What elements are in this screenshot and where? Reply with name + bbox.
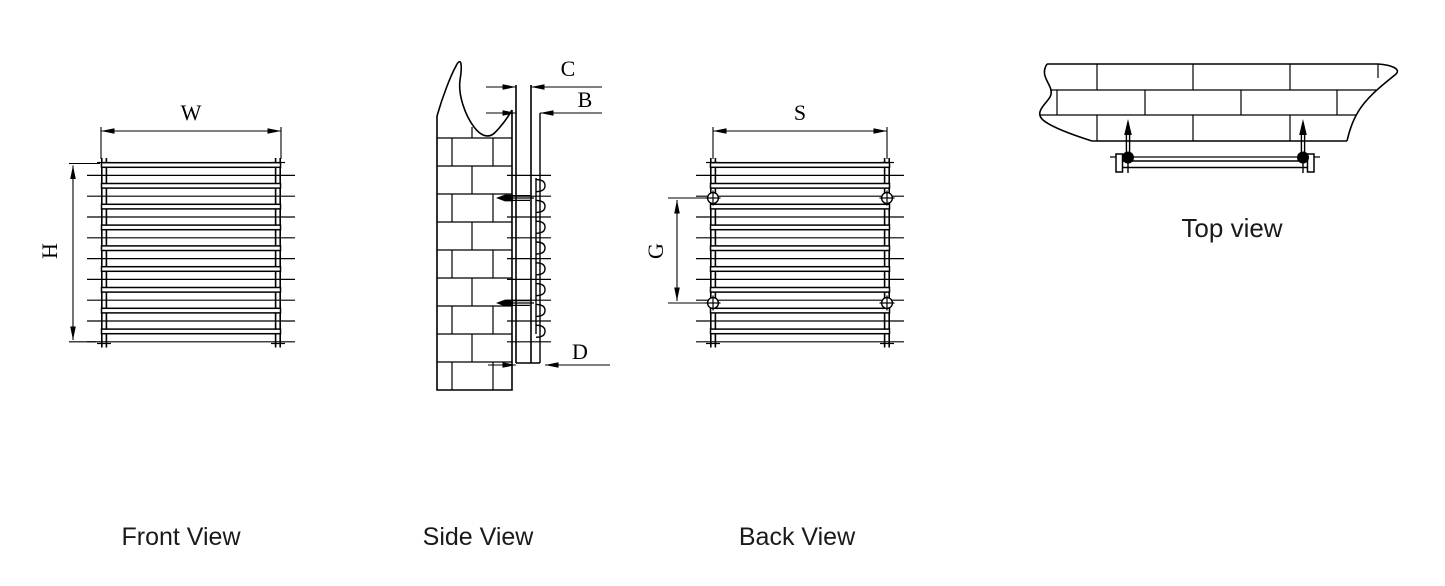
dim-label-d: D — [572, 339, 588, 364]
top-anchor-bolt-left — [1122, 119, 1134, 173]
top-wall — [1038, 63, 1399, 142]
side-tube-ticks — [507, 174, 551, 343]
top-radiator-bar — [1110, 153, 1320, 173]
side-view: C B D Side View — [423, 56, 610, 551]
side-anchor-bolt-top — [496, 194, 534, 202]
front-view-caption: Front View — [121, 523, 241, 551]
top-anchor-bolt-right — [1297, 119, 1309, 173]
dimension-g: G — [643, 197, 707, 304]
dimension-d: D — [488, 339, 610, 368]
side-wall-bricks — [437, 127, 512, 390]
back-view-caption: Back View — [739, 523, 856, 551]
dimension-b: B — [486, 87, 602, 116]
side-anchor-bolt-bottom — [496, 299, 534, 307]
top-view-caption: Top view — [1181, 213, 1282, 243]
dim-label-w: W — [181, 100, 202, 125]
dim-label-b: B — [578, 87, 593, 112]
front-view: W H Front View — [37, 100, 296, 551]
side-view-caption: Side View — [423, 523, 535, 551]
front-radiator — [86, 157, 296, 349]
dim-label-g: G — [643, 243, 668, 259]
side-radiator-profile — [507, 85, 551, 364]
dim-label-c: C — [561, 56, 576, 81]
dim-label-s: S — [794, 100, 806, 125]
side-tube-bumps — [535, 178, 546, 338]
top-view: Top view — [1038, 63, 1399, 243]
back-fixing-points — [705, 190, 895, 311]
dimension-s: S — [712, 100, 888, 159]
dim-label-h: H — [37, 243, 62, 259]
back-radiator — [695, 157, 905, 349]
dimension-w: W — [100, 100, 282, 159]
dimension-c: C — [486, 56, 602, 90]
back-view: S G Back View — [643, 100, 905, 551]
dimension-h: H — [37, 162, 100, 343]
side-wall — [436, 60, 513, 391]
top-wall-bricks — [1040, 64, 1379, 141]
